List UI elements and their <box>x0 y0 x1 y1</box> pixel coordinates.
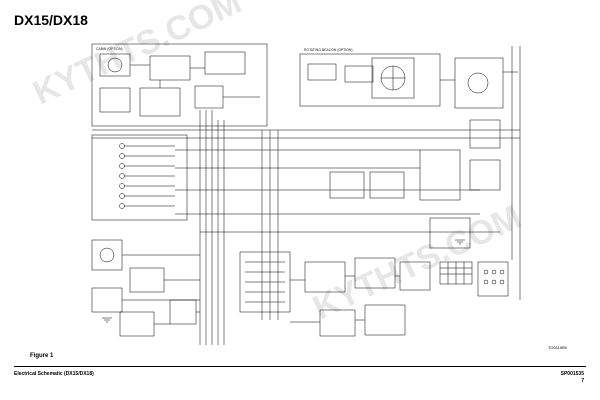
watermark-text: KYTHTS.COM <box>307 198 527 327</box>
starter-motor-symbol <box>467 72 489 94</box>
footer-page-number: 7 <box>581 378 584 384</box>
ground-symbols <box>102 239 465 323</box>
footer-divider <box>14 366 586 367</box>
switch-panel-block <box>91 134 188 221</box>
fuse-box-block <box>239 251 291 313</box>
connector-block <box>477 261 509 297</box>
wiper-motor-symbol <box>107 57 123 73</box>
boom-light-block <box>91 287 123 313</box>
room-lamp-block <box>139 87 181 117</box>
heater-block <box>194 85 224 109</box>
rotating-beacon-section-label: ROTATING BEACON (OPTION) <box>304 48 352 52</box>
relay-block <box>329 171 365 199</box>
starter-block <box>454 57 504 109</box>
cab-light-block <box>99 87 131 113</box>
hydraulic-lock-block <box>364 304 406 336</box>
hour-meter-block <box>129 267 165 293</box>
relay-block <box>369 171 405 199</box>
connector-pins <box>483 269 505 285</box>
alternator-block <box>371 57 415 99</box>
engine-stop-block <box>304 261 346 293</box>
beacon-switch-block <box>307 63 337 81</box>
water-temp-block <box>169 299 197 325</box>
watermark-text: KYTHTS.COM <box>27 0 247 112</box>
work-light-symbol <box>99 247 115 263</box>
figure-label: Figure 1 <box>30 353 54 359</box>
work-light-block <box>91 239 123 271</box>
washer-block <box>204 51 246 75</box>
fuel-pump-block <box>354 257 396 289</box>
fuel-sender-block <box>119 311 155 337</box>
controller-block <box>419 149 461 201</box>
travel-alarm-block <box>319 309 356 337</box>
safety-relay-block <box>469 159 501 191</box>
horn-block <box>469 119 501 149</box>
battery-relay-block <box>429 217 471 249</box>
cabin-section-label: CABIN (OPTION) <box>96 47 123 51</box>
beacon-relay-block <box>344 65 374 83</box>
drawing-id: TO0115B0 <box>548 345 567 350</box>
cabin-option-box <box>91 43 268 127</box>
indicator-lamps <box>119 143 125 209</box>
schematic-linework <box>91 43 521 345</box>
footer-document-title: Electrical Schematic (DX15/DX18) <box>14 371 94 377</box>
page-title: DX15/DX18 <box>14 12 88 28</box>
footer-document-code: SP001535 <box>560 371 584 377</box>
